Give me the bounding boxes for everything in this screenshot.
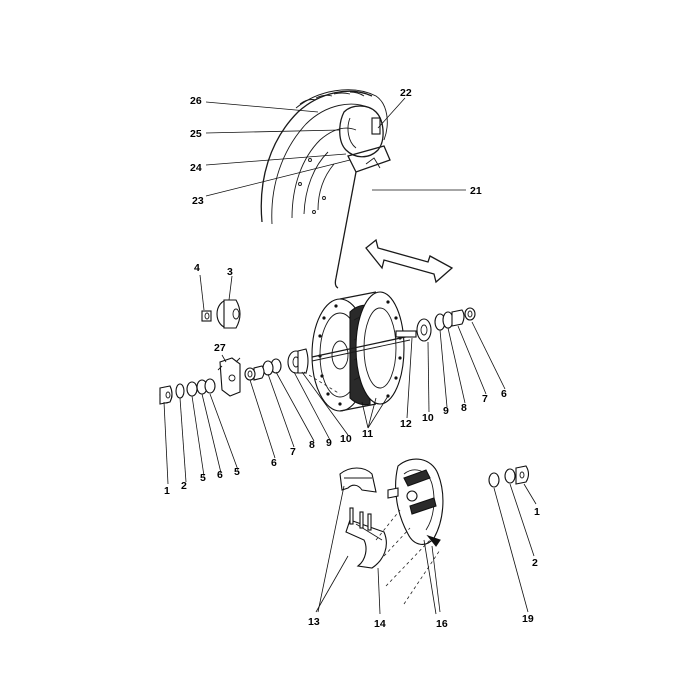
callout-23: 23 [192, 195, 204, 207]
callout-4: 4 [194, 262, 200, 274]
direction-arrow [365, 238, 454, 284]
callout-5-left: 5 [200, 472, 206, 484]
brake-rod-21 [334, 171, 357, 289]
brake-plate-16 [387, 458, 444, 547]
callout-26: 26 [190, 95, 202, 107]
callout-1-right: 1 [534, 506, 540, 518]
middle-left-parts [244, 348, 309, 381]
callout-10-right: 10 [422, 412, 434, 424]
callout-3: 3 [227, 266, 233, 278]
left-nut-washers [159, 378, 216, 405]
callout-labels: 26 25 24 23 22 21 4 3 27 1 2 5 6 5 6 7 8… [164, 87, 540, 630]
callout-13: 13 [308, 616, 320, 628]
callout-11: 11 [362, 428, 373, 440]
right-nut-washers [488, 465, 530, 488]
callout-7-right: 7 [482, 393, 488, 405]
callout-8-left: 8 [309, 439, 315, 451]
callout-5-right: 5 [234, 466, 240, 478]
callout-2-right: 2 [532, 557, 538, 569]
callout-1-left: 1 [164, 485, 170, 497]
callout-22: 22 [400, 87, 412, 99]
callout-2-left: 2 [181, 480, 187, 492]
callout-6-left: 6 [217, 469, 223, 481]
callout-12: 12 [400, 418, 412, 430]
callout-6-right: 6 [501, 388, 507, 400]
leader-lines [163, 97, 537, 615]
callout-8-right: 8 [461, 402, 467, 414]
callout-14: 14 [374, 618, 386, 630]
callout-19: 19 [522, 613, 534, 625]
callout-9-left: 9 [326, 437, 332, 449]
callout-6-mid: 6 [271, 457, 277, 469]
bracket-27 [217, 357, 241, 397]
brake-shoes-13 [339, 467, 387, 569]
hub-shell-11 [311, 291, 417, 412]
callout-27: 27 [214, 342, 226, 354]
callout-25: 25 [190, 128, 202, 140]
tyre-rim-assembly [260, 89, 391, 225]
dashed-guides [303, 371, 441, 605]
parts-3-4 [201, 299, 241, 329]
callout-16: 16 [436, 618, 448, 630]
callout-10-left: 10 [340, 433, 352, 445]
callout-24: 24 [190, 162, 202, 174]
callout-21: 21 [470, 185, 482, 197]
callout-9-right: 9 [443, 405, 449, 417]
right-spacers [416, 307, 476, 342]
callout-7-left: 7 [290, 446, 296, 458]
